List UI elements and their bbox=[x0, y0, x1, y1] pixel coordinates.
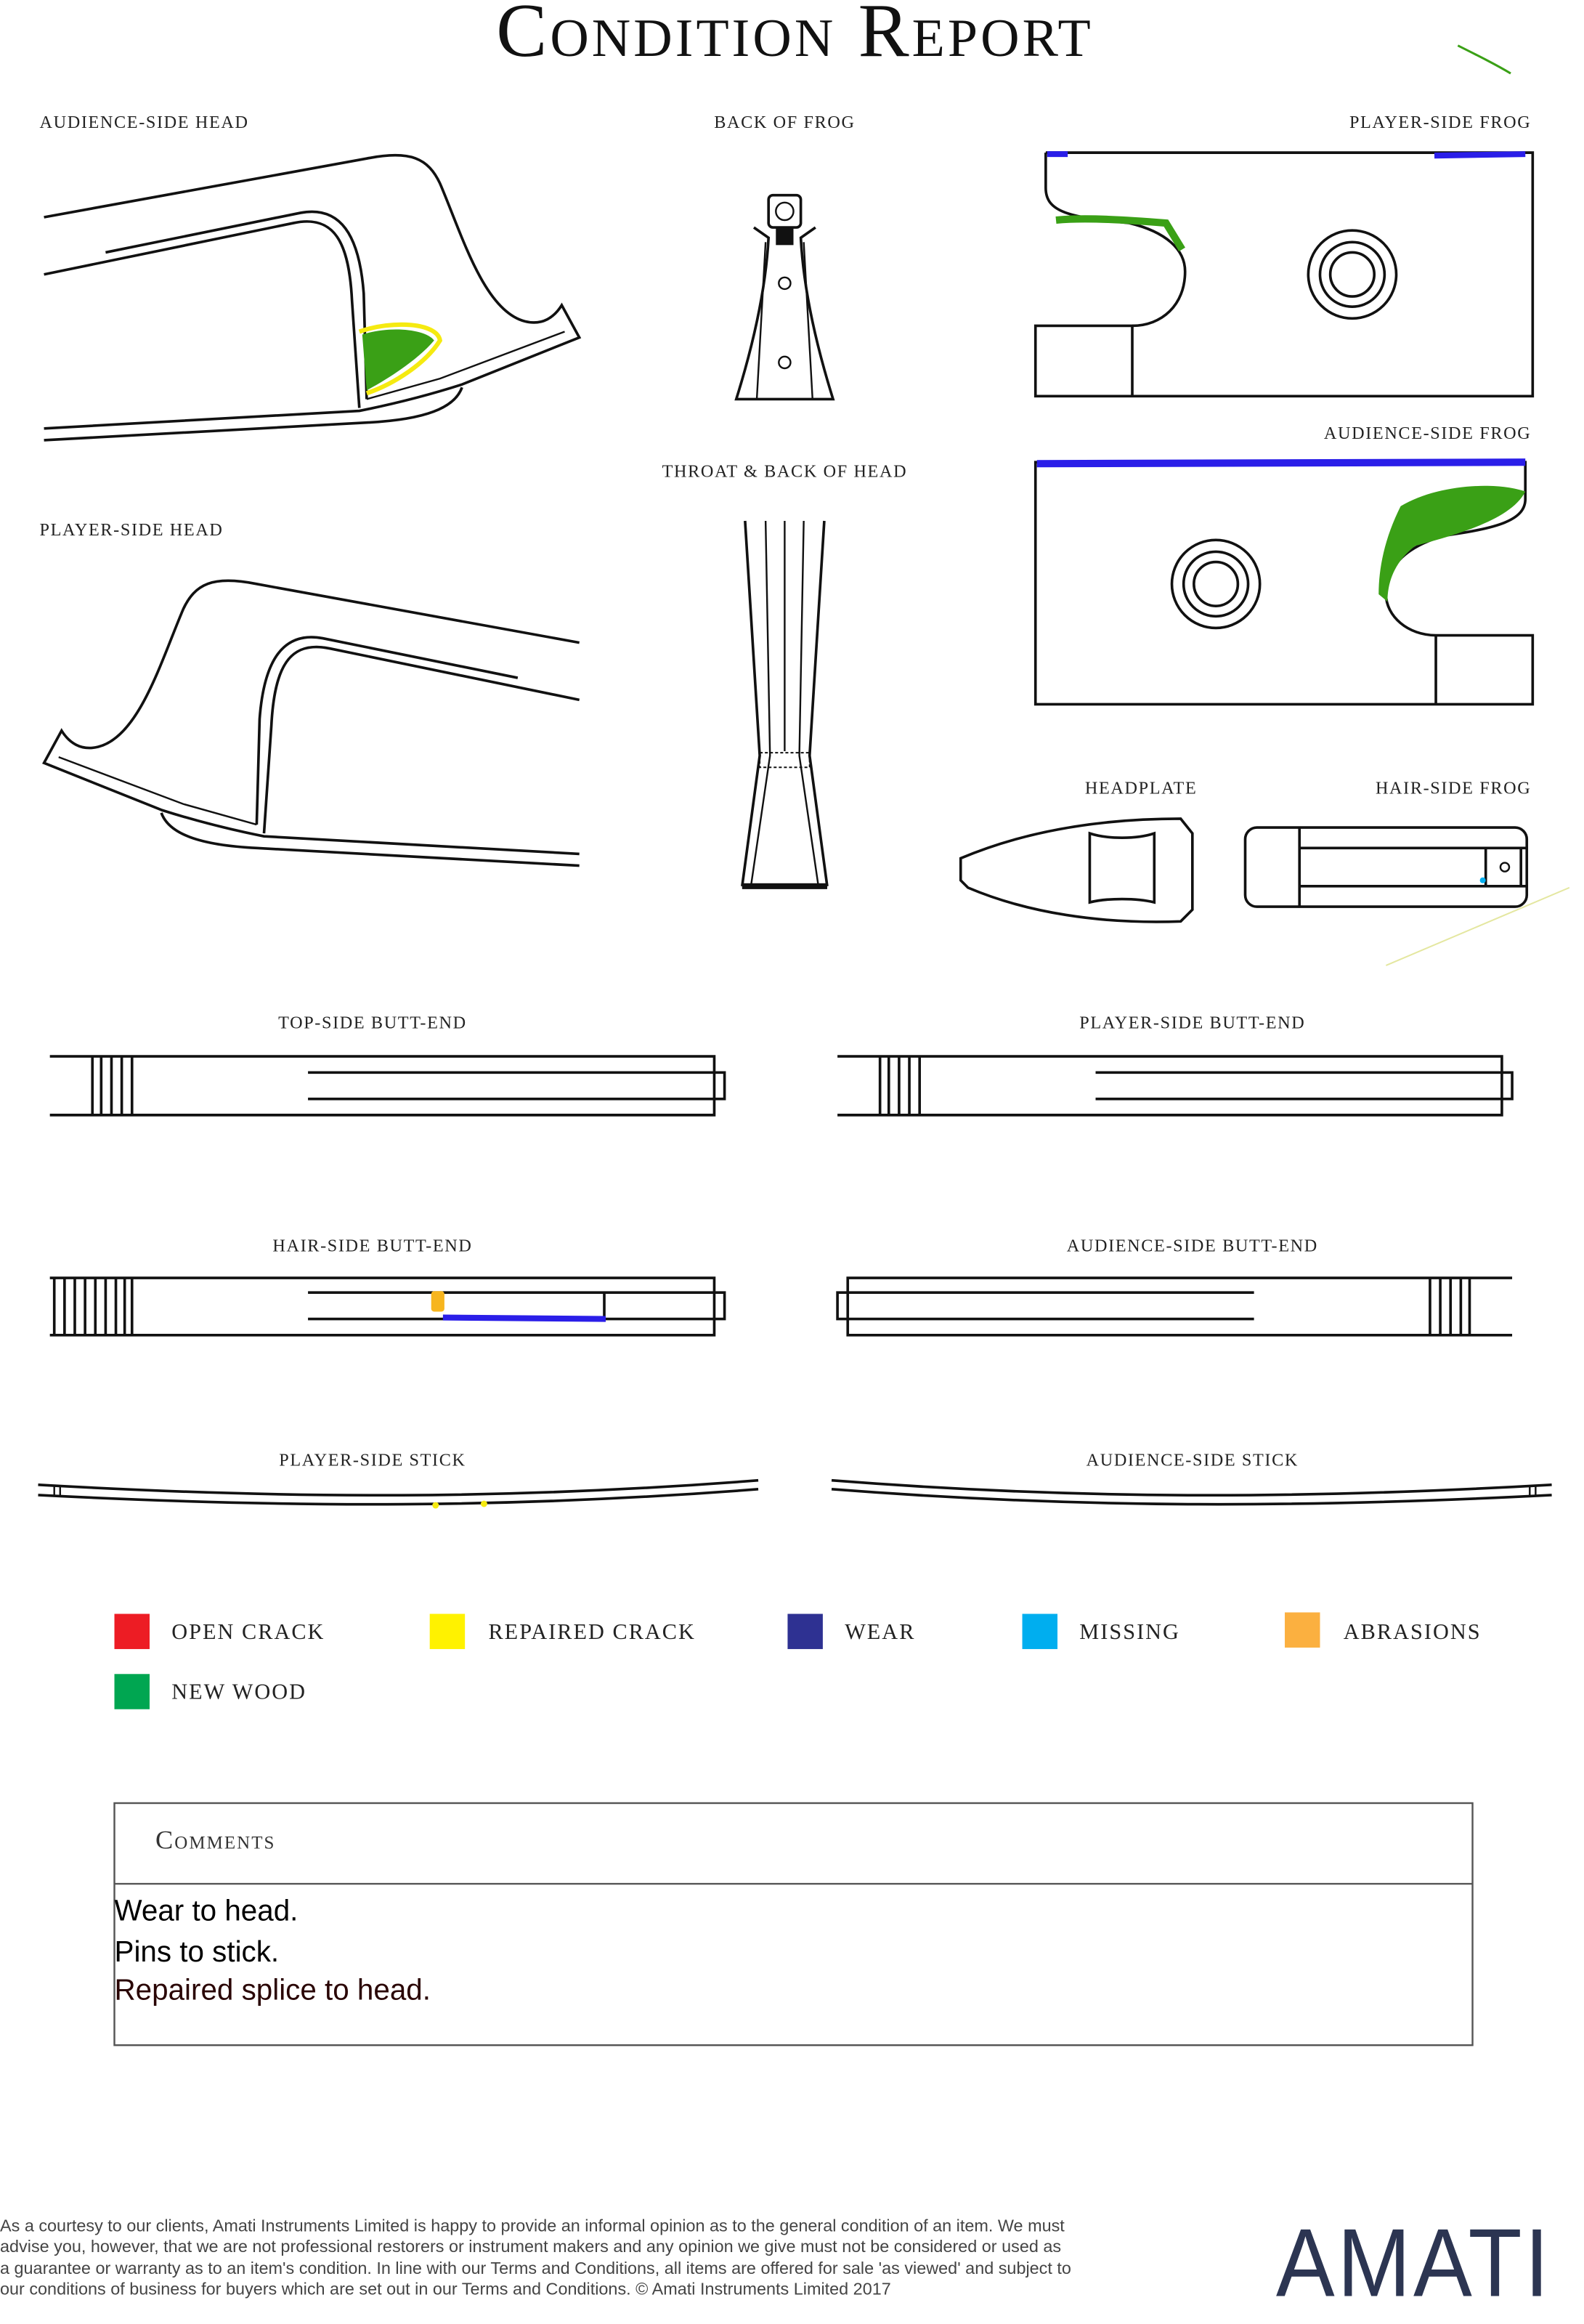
label-headplate: Headplate bbox=[1085, 779, 1197, 798]
repaired-crack-mark bbox=[432, 1502, 439, 1509]
disclaimer-line: advise you, however, that we are not pro… bbox=[0, 2237, 1061, 2256]
player-side-head-diagram bbox=[42, 579, 581, 867]
comment-line: Pins to stick. bbox=[115, 1935, 280, 1968]
disclaimer-line: our conditions of business for buyers wh… bbox=[0, 2280, 891, 2299]
abrasion-mark bbox=[431, 1291, 444, 1312]
new-wood-mark bbox=[1378, 485, 1526, 602]
legend-swatch-wear bbox=[787, 1614, 823, 1649]
new-wood-mark bbox=[1055, 215, 1185, 252]
label-player-side-stick: Player-side stick bbox=[279, 1451, 466, 1470]
legend-swatch-repaired-crack bbox=[429, 1614, 466, 1649]
audience-side-head-diagram bbox=[44, 153, 582, 442]
legend-swatch-missing bbox=[1022, 1614, 1058, 1649]
new-wood-mark bbox=[362, 329, 434, 391]
repaired-crack-mark bbox=[358, 322, 443, 396]
label-player-side-head: Player-side head bbox=[40, 520, 224, 540]
footer-disclaimer: As a courtesy to our clients, Amati Inst… bbox=[0, 2216, 1071, 2299]
top-side-butt-end-diagram bbox=[49, 1055, 726, 1117]
label-hair-side-frog: Hair-side frog bbox=[1376, 779, 1531, 798]
legend-swatch-new-wood bbox=[114, 1674, 150, 1709]
throat-diagram bbox=[741, 520, 829, 889]
legend-label: Missing bbox=[1079, 1619, 1180, 1644]
amati-logo: AMATI bbox=[1276, 2209, 1552, 2317]
label-top-side-butt-end: Top-side butt-end bbox=[278, 1013, 467, 1033]
label-audience-side-frog: Audience-side frog bbox=[1324, 424, 1531, 443]
wear-mark bbox=[1036, 458, 1526, 468]
disclaimer-line: a guarantee or warranty as to an item's … bbox=[0, 2259, 1071, 2278]
player-side-stick-diagram bbox=[38, 1478, 759, 1506]
audience-side-stick-diagram bbox=[830, 1478, 1553, 1506]
comment-line: Repaired splice to head. bbox=[115, 1973, 431, 2007]
disclaimer-line: As a courtesy to our clients, Amati Inst… bbox=[0, 2216, 1065, 2235]
label-audience-side-head: Audience-side head bbox=[40, 113, 249, 132]
stray-mark bbox=[1385, 886, 1570, 966]
hair-side-frog-diagram bbox=[1243, 826, 1529, 908]
stray-mark bbox=[1457, 44, 1511, 75]
comment-line: Wear to head. bbox=[115, 1894, 298, 1927]
missing-mark bbox=[1479, 877, 1486, 883]
legend-label: Repaired crack bbox=[488, 1619, 695, 1644]
comments-box: Comments Wear to head. Pins to stick. Re… bbox=[113, 1802, 1474, 2046]
label-audience-side-butt-end: Audience-side butt-end bbox=[1067, 1236, 1318, 1256]
label-throat-back-of-head: Throat & back of head bbox=[662, 461, 908, 481]
player-side-butt-end-diagram bbox=[836, 1055, 1514, 1117]
audience-side-butt-end-diagram bbox=[836, 1276, 1513, 1337]
headplate-diagram bbox=[959, 817, 1194, 923]
label-player-side-butt-end: Player-side butt-end bbox=[1079, 1013, 1305, 1033]
legend-label: New wood bbox=[171, 1680, 306, 1704]
legend-label: Abrasions bbox=[1344, 1619, 1482, 1644]
wear-mark bbox=[1047, 151, 1526, 159]
comments-heading: Comments bbox=[155, 1826, 275, 1855]
hair-side-butt-end-diagram bbox=[49, 1276, 726, 1337]
label-hair-side-butt-end: Hair-side butt-end bbox=[272, 1236, 472, 1256]
player-side-frog-diagram bbox=[1033, 151, 1535, 398]
legend-swatch-open-crack bbox=[114, 1614, 150, 1649]
legend: Open crack Repaired crack Wear Missing A… bbox=[114, 1612, 1482, 1709]
legend-label: Open crack bbox=[171, 1619, 325, 1644]
repaired-crack-mark bbox=[480, 1500, 487, 1507]
wear-mark bbox=[442, 1314, 606, 1322]
label-back-of-frog: Back of frog bbox=[714, 113, 855, 132]
legend-swatch-abrasions bbox=[1285, 1612, 1320, 1648]
label-audience-side-stick: Audience-side stick bbox=[1087, 1451, 1299, 1470]
legend-label: Wear bbox=[845, 1619, 915, 1644]
report-title: Condition Report bbox=[496, 0, 1094, 73]
back-of-frog-diagram bbox=[734, 193, 835, 401]
label-player-side-frog: Player-side frog bbox=[1349, 113, 1531, 132]
